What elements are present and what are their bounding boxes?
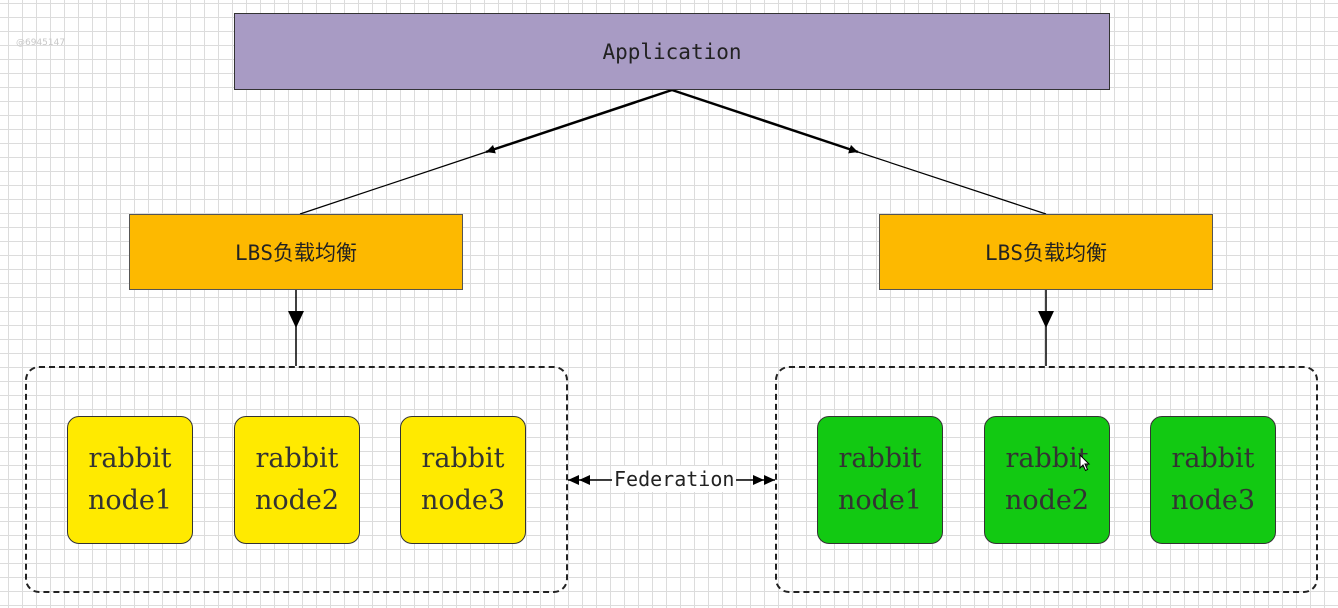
edge-app-to-left-lbs-arrow [485, 88, 673, 154]
node-label-line1: rabbit [1171, 443, 1255, 474]
node-label-line2: node3 [420, 485, 506, 516]
cluster-right-container [775, 366, 1318, 593]
federation-label: Federation [612, 466, 737, 492]
node-label-line2: node2 [1004, 485, 1090, 516]
edge-app-to-right-lbs-tail [857, 151, 1047, 215]
node-label-line2: node1 [87, 485, 173, 516]
edge-right-lbs-arrowhead [1038, 311, 1054, 328]
node-label-line1: rabbit [838, 443, 922, 474]
right-rabbit-node-2: rabbit node2 [984, 416, 1110, 544]
node-label-line2: node3 [1170, 485, 1256, 516]
right-rabbit-node-1: rabbit node1 [817, 416, 943, 544]
node-label-line1: rabbit [255, 443, 339, 474]
right-rabbit-node-3: rabbit node3 [1150, 416, 1276, 544]
left-rabbit-node-3: rabbit node3 [400, 416, 526, 544]
lbs-left-label: LBS负载均衡 [235, 241, 357, 265]
node-label-line1: rabbit [88, 443, 172, 474]
left-rabbit-node-2: rabbit node2 [234, 416, 360, 544]
mouse-pointer-icon [1079, 454, 1091, 472]
edge-left-lbs-arrowhead [288, 311, 304, 328]
node-label-line2: node1 [837, 485, 923, 516]
node-label-line2: node2 [254, 485, 340, 516]
lbs-box-left: LBS负载均衡 [129, 214, 463, 290]
application-label: Application [602, 39, 742, 64]
left-rabbit-node-1: rabbit node1 [67, 416, 193, 544]
edge-app-to-left-lbs-tail [299, 151, 487, 215]
edge-app-to-right-lbs-arrow [671, 88, 859, 154]
node-label-line1: rabbit [1005, 443, 1089, 474]
watermark-text: @6945147 [16, 38, 66, 48]
application-box: Application [234, 13, 1110, 90]
node-label-line1: rabbit [421, 443, 505, 474]
cluster-left-container [25, 366, 568, 593]
lbs-right-label: LBS负载均衡 [985, 241, 1107, 265]
lbs-box-right: LBS负载均衡 [879, 214, 1213, 290]
